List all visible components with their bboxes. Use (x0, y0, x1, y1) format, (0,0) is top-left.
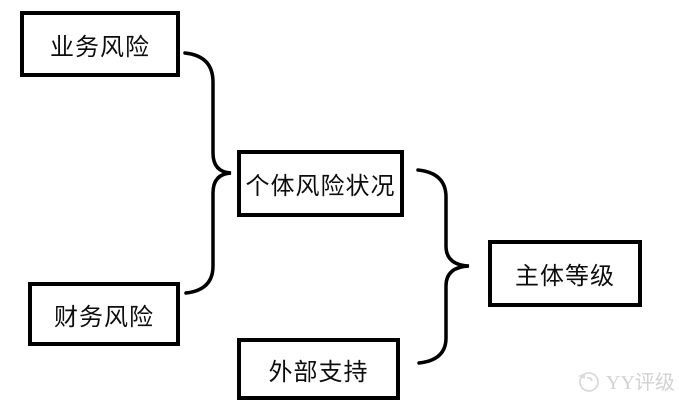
watermark-label: YY评级 (606, 372, 675, 394)
brace-right (416, 168, 470, 365)
box-financial-risk: 财务风险 (28, 282, 180, 346)
box-individual-risk: 个体风险状况 (237, 150, 404, 217)
box-business-risk: 业务风险 (20, 11, 180, 77)
box-issuer-rating-label: 主体等级 (515, 264, 615, 290)
megaphone-logo-icon (574, 366, 602, 400)
brace-left (183, 51, 232, 295)
box-individual-risk-label: 个体风险状况 (245, 174, 396, 200)
box-financial-risk-label: 财务风险 (54, 304, 154, 331)
box-external-support-label: 外部支持 (268, 359, 369, 386)
box-external-support: 外部支持 (237, 338, 400, 400)
watermark: YY评级 (574, 366, 675, 400)
box-business-risk-label: 业务风险 (50, 34, 150, 61)
box-issuer-rating: 主体等级 (488, 240, 642, 307)
